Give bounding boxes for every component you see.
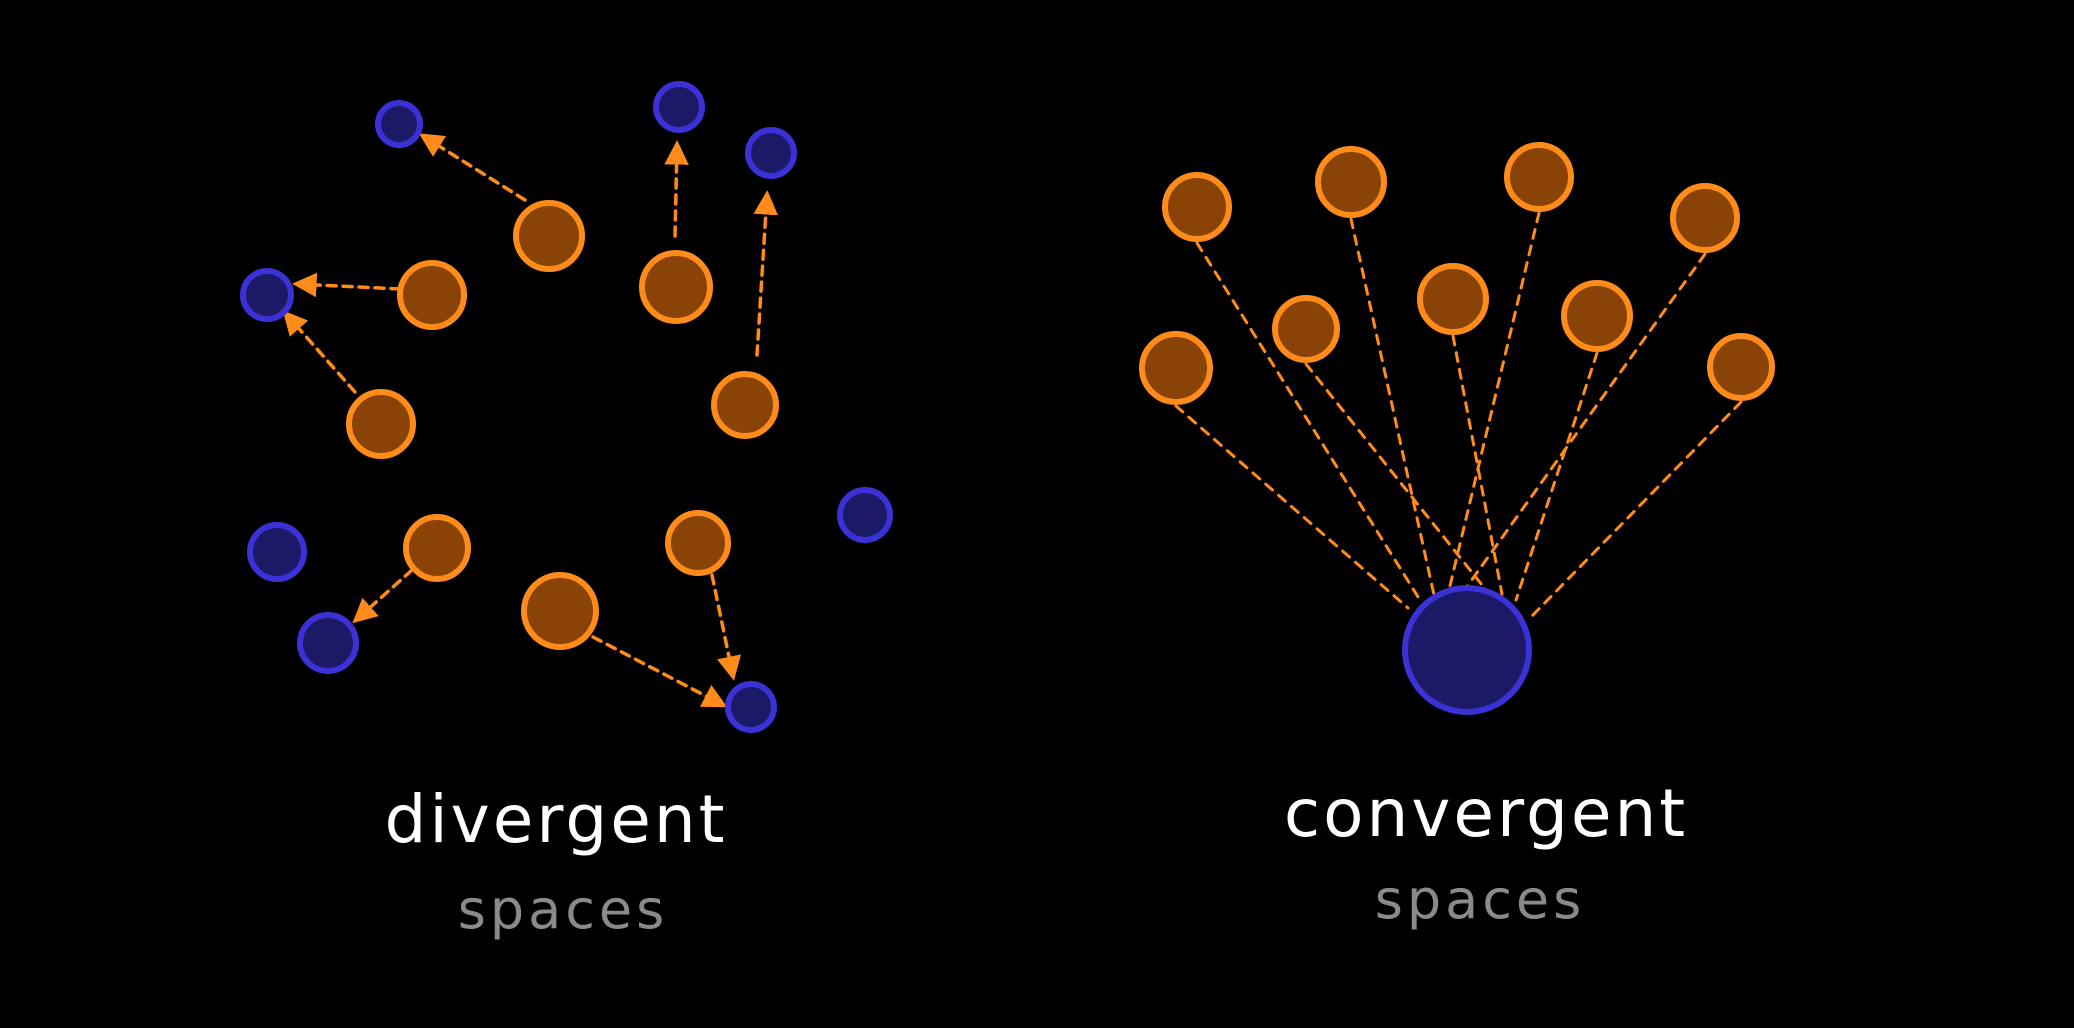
orange-node [513, 200, 585, 272]
orange-node [1162, 172, 1232, 242]
orange-node [711, 371, 779, 439]
orange-node [1315, 146, 1387, 218]
blue-node [247, 522, 307, 582]
orange-node [1561, 280, 1633, 352]
arrow-link [591, 635, 728, 708]
blue-node [725, 681, 777, 733]
orange-node [397, 260, 467, 330]
arrow-link [352, 568, 414, 624]
convergent-panel [1139, 142, 1775, 715]
blue-node [375, 100, 423, 148]
orange-node [1504, 142, 1574, 212]
orange-node [1139, 331, 1213, 405]
orange-node [346, 389, 416, 459]
orange-node [639, 250, 713, 324]
arrow-link [664, 140, 689, 238]
arrow-link [282, 310, 357, 394]
convergence-link [1451, 334, 1504, 596]
orange-node [1707, 333, 1775, 401]
convergence-hub-node [1402, 585, 1532, 715]
blue-node [297, 612, 359, 674]
convergence-link [1447, 211, 1541, 592]
convergence-link [1530, 400, 1743, 618]
divergent-title: divergent [384, 781, 727, 858]
convergent-title: convergent [1284, 775, 1688, 852]
convergence-link [1304, 362, 1488, 592]
convergence-link [1195, 241, 1422, 602]
convergence-link [1349, 217, 1436, 597]
convergent-subtitle: spaces [1375, 868, 1586, 931]
arrow-link [292, 272, 402, 298]
arrow-link [753, 190, 779, 357]
divergent-subtitle: spaces [458, 878, 669, 941]
orange-node [403, 514, 471, 582]
divergent-panel [240, 81, 893, 733]
convergence-link [1514, 351, 1599, 602]
arrow-link [418, 133, 527, 202]
blue-node [837, 487, 893, 543]
orange-node [521, 572, 599, 650]
convergence-link [1464, 252, 1707, 590]
orange-node [1417, 263, 1489, 335]
orange-node [1670, 183, 1740, 253]
blue-node [240, 268, 294, 322]
orange-node [665, 510, 731, 576]
convergence-link [1174, 404, 1410, 610]
arrow-link [710, 573, 742, 681]
orange-node [1272, 295, 1340, 363]
blue-node [745, 127, 797, 179]
blue-node [653, 81, 705, 133]
